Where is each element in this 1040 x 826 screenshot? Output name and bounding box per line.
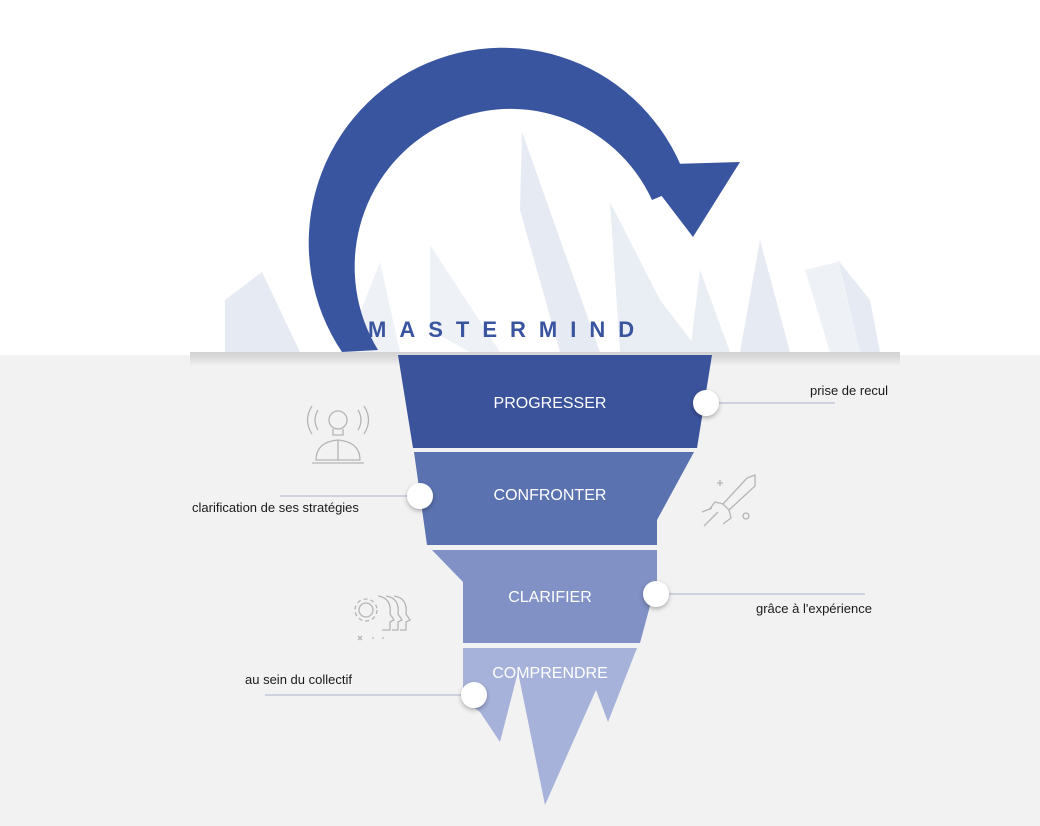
note-collectif: au sein du collectif (245, 672, 352, 687)
lightbulb-person-icon (306, 405, 370, 464)
rocket-icon (701, 474, 756, 527)
connector-lines (265, 402, 865, 696)
band-progresser (398, 355, 712, 448)
note-clarification: clarification de ses stratégies (192, 500, 359, 515)
iceberg-bands (398, 355, 712, 805)
cycle-arrow (308, 47, 740, 353)
band-clarifier (432, 550, 657, 643)
level-label: PROGRESSER (494, 395, 607, 412)
band-comprendre (463, 648, 637, 805)
gear-heads-icon (354, 595, 411, 641)
band-confronter (414, 452, 694, 545)
connector-dots (407, 390, 719, 708)
level-label: COMPRENDRE (492, 665, 608, 682)
note-prise-de-recul: prise de recul (810, 383, 889, 398)
level-label: CONFRONTER (494, 487, 607, 504)
level-label: CLARIFIER (508, 589, 592, 606)
diagram-title: MASTERMIND (368, 317, 647, 342)
note-experience: grâce à l'expérience (756, 601, 872, 616)
arrow-head-icon (638, 162, 740, 237)
